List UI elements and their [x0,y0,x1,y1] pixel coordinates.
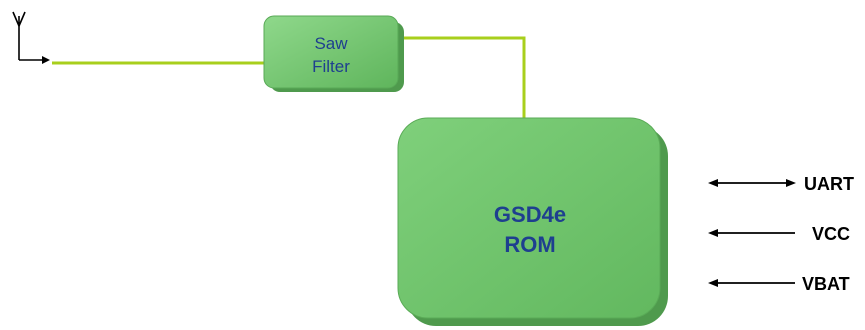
chip-label-line2: ROM [504,232,555,257]
chip-block: GSD4e ROM [397,117,668,326]
uart-arrow [708,179,796,187]
chip-label-line1: GSD4e [494,202,566,227]
saw-filter-label-line1: Saw [314,34,348,53]
saw-filter-label-line2: Filter [312,57,350,76]
antenna-icon [12,11,50,64]
uart-label: UART [804,174,854,194]
rf-wires [52,36,526,122]
vcc-arrow [708,229,795,237]
saw-filter-block: Saw Filter [263,15,404,92]
vcc-label: VCC [812,224,850,244]
vbat-label: VBAT [802,274,850,294]
saw-to-chip-wire [398,36,526,122]
vbat-arrow [708,279,795,287]
